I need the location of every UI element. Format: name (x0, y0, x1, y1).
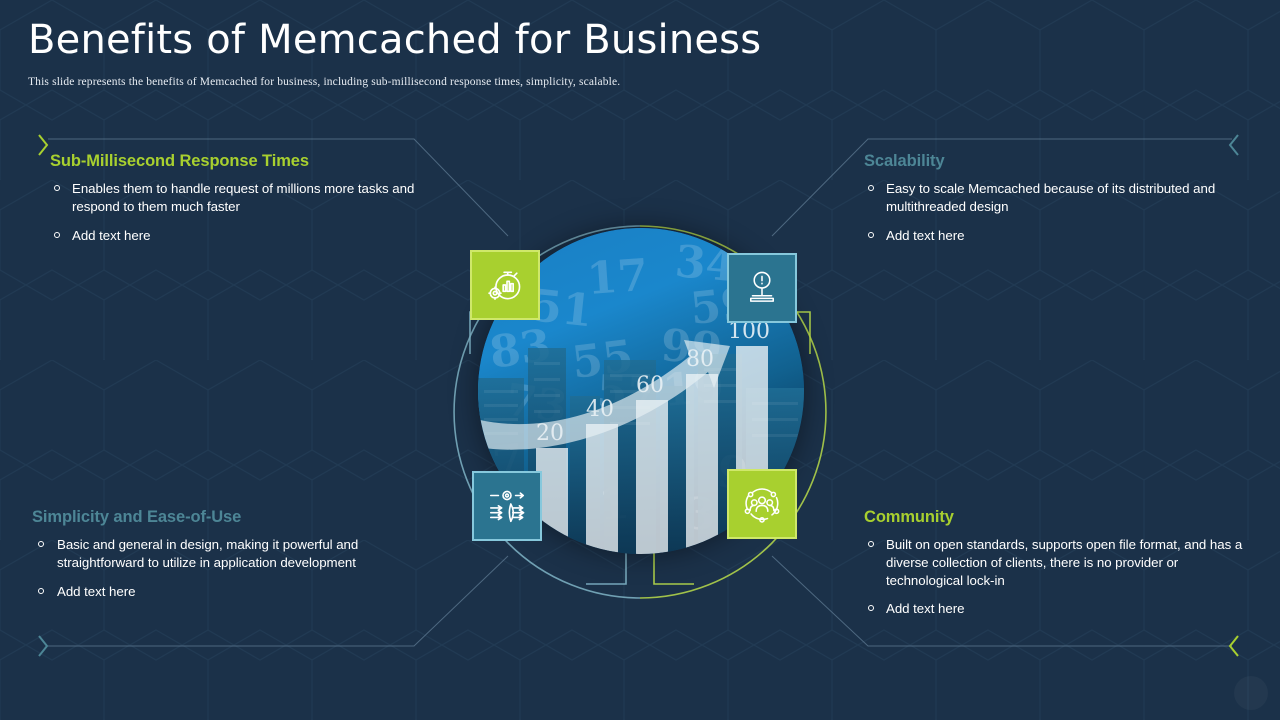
list-item: Built on open standards, supports open f… (864, 536, 1254, 589)
corner-watermark (1234, 676, 1268, 710)
list-item[interactable]: Add text here (32, 583, 432, 601)
process-funnel-icon-badge[interactable] (472, 471, 542, 541)
list-item[interactable]: Add text here (864, 600, 1254, 618)
slide-header: Benefits of Memcached for Business This … (28, 18, 1188, 88)
page-title: Benefits of Memcached for Business (28, 17, 762, 63)
chevron-left-icon-bottom-right (1226, 633, 1242, 659)
process-funnel-icon (486, 485, 528, 527)
list-item: Basic and general in design, making it p… (32, 536, 432, 572)
chevron-right-icon-top-left (35, 132, 51, 158)
stopwatch-performance-icon-badge[interactable] (470, 250, 540, 320)
gauge-meter-icon (743, 269, 781, 307)
people-network-icon (742, 484, 782, 524)
stopwatch-performance-icon (485, 265, 525, 305)
list-item: Enables them to handle request of millio… (50, 180, 440, 216)
svg-text:17: 17 (585, 250, 650, 305)
people-network-icon-badge[interactable] (727, 469, 797, 539)
central-graphic: 83 51 17 34 59 99 55 57 19 73 7 9 1 3 (453, 225, 827, 599)
page-subtitle: This slide represents the benefits of Me… (28, 76, 621, 88)
benefit-block-simplicity: Simplicity and Ease-of-Use Basic and gen… (32, 508, 432, 611)
svg-text:100: 100 (728, 319, 770, 344)
benefit-heading: Sub-Millisecond Response Times (50, 152, 309, 170)
benefit-block-sub-millisecond: Sub-Millisecond Response Times Enables t… (50, 152, 440, 255)
benefit-heading: Scalability (864, 152, 945, 170)
benefit-bullet-list: Enables them to handle request of millio… (50, 180, 440, 244)
benefit-bullet-list: Built on open standards, supports open f… (864, 536, 1254, 618)
benefit-block-scalability: Scalability Easy to scale Memcached beca… (864, 152, 1254, 255)
chevron-right-icon-bottom-left (35, 633, 51, 659)
gauge-meter-icon-badge[interactable] (727, 253, 797, 323)
list-item[interactable]: Add text here (864, 227, 1254, 245)
benefit-heading: Community (864, 508, 954, 526)
benefit-bullet-list: Easy to scale Memcached because of its d… (864, 180, 1254, 244)
benefit-heading: Simplicity and Ease-of-Use (32, 508, 242, 526)
list-item: Easy to scale Memcached because of its d… (864, 180, 1254, 216)
benefit-bullet-list: Basic and general in design, making it p… (32, 536, 432, 600)
photo-collage-circle: 83 51 17 34 59 99 55 57 19 73 7 9 1 3 (478, 228, 804, 554)
benefit-block-community: Community Built on open standards, suppo… (864, 508, 1254, 629)
list-item[interactable]: Add text here (50, 227, 440, 245)
